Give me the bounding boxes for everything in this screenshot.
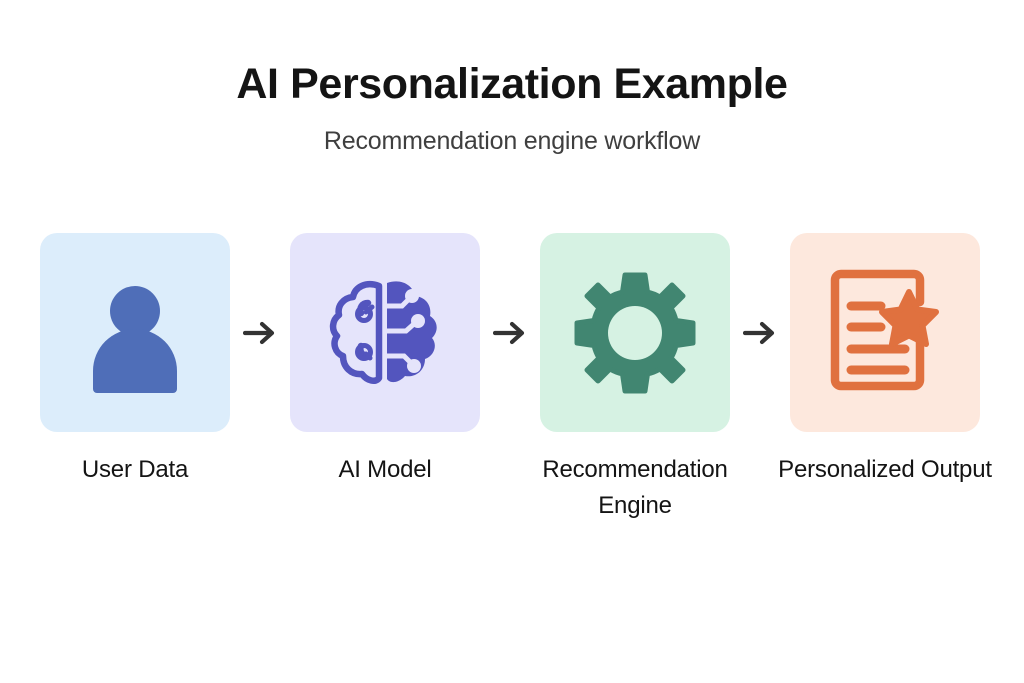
step-label-ai-model: AI Model [338, 456, 432, 483]
workflow-step-user-data[interactable]: User Data [33, 233, 237, 488]
arrow-icon-2 [487, 233, 533, 432]
document-star-icon [825, 268, 945, 398]
step-card-user-data[interactable] [40, 233, 230, 432]
user-icon [75, 273, 195, 393]
gear-icon [571, 269, 699, 397]
step-card-personalized-output[interactable] [790, 233, 980, 432]
step-label-personalized-output: Personalized Output [778, 456, 992, 483]
workflow-row: User Data [33, 233, 992, 524]
step-label-user-data: User Data [81, 456, 189, 483]
arrow-icon-1 [237, 233, 283, 432]
workflow-step-recommendation-engine[interactable]: Recommendation Engine [533, 233, 737, 524]
step-label-recommendation-engine: Recommendation Engine [542, 456, 728, 519]
header: AI Personalization Example Recommendatio… [0, 58, 1024, 158]
workflow-step-ai-model[interactable]: AI Model [283, 233, 487, 488]
brain-circuit-icon [322, 270, 448, 396]
page-title: AI Personalization Example [236, 60, 788, 108]
page-subtitle: Recommendation engine workflow [323, 127, 701, 155]
step-card-recommendation-engine[interactable] [540, 233, 730, 432]
step-card-ai-model[interactable] [290, 233, 480, 432]
arrow-icon-3 [737, 233, 783, 432]
workflow-step-personalized-output[interactable]: Personalized Output [778, 233, 992, 488]
